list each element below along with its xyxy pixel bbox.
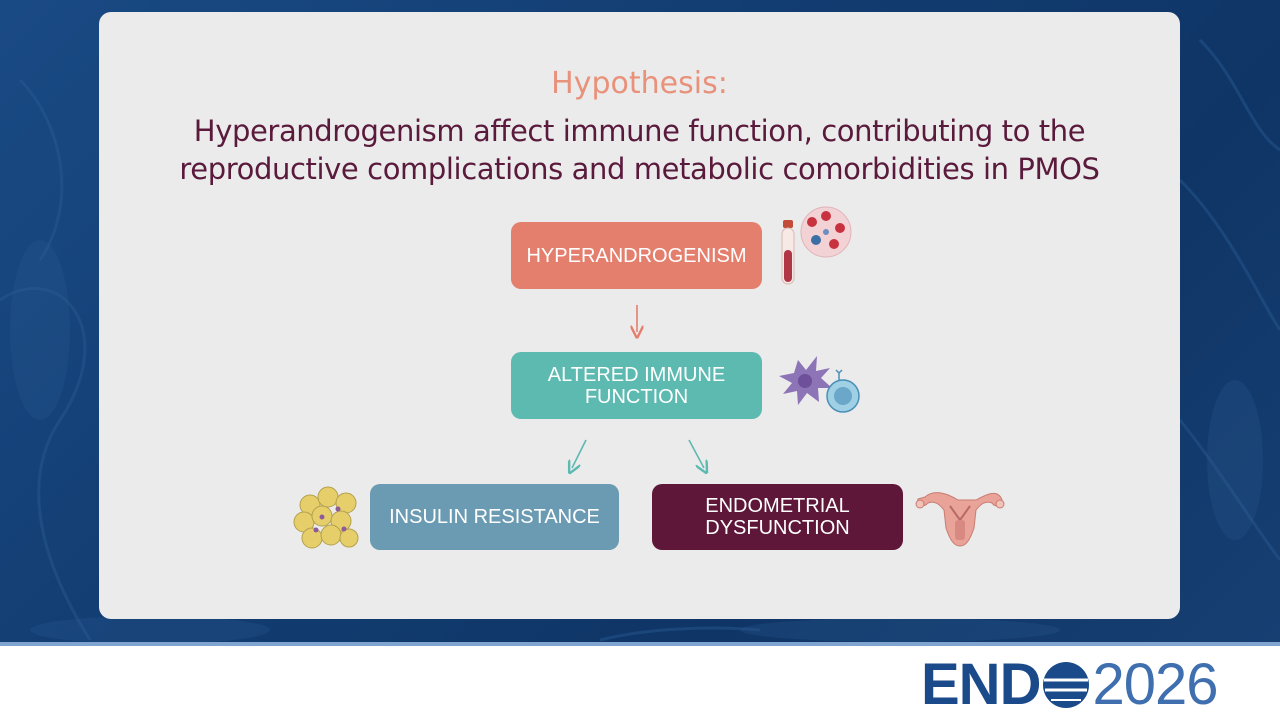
- node-immune-label-line-2: FUNCTION: [584, 385, 689, 408]
- node-endometrial-dysfunction: ENDOMETRIAL DYSFUNCTION: [652, 484, 903, 550]
- footer-stripe-white: [0, 646, 1280, 650]
- logo-year-text: 2026: [1092, 652, 1218, 717]
- logo-brand-text: END: [921, 652, 1041, 717]
- hypothesis-statement-line-1: Hyperandrogenism affect immune function,…: [193, 114, 1086, 148]
- content-card: [99, 12, 1180, 619]
- node-endometrial-label-line-2: DYSFUNCTION: [705, 517, 850, 539]
- node-immune-label-line-1: ALTERED IMMUNE: [547, 363, 726, 386]
- node-insulin-label: INSULIN RESISTANCE: [389, 506, 600, 528]
- hypothesis-statement-line-2: reproductive complications and metabolic…: [179, 152, 1100, 186]
- globe-icon: [1043, 662, 1090, 708]
- node-altered-immune-function: ALTERED IMMUNE FUNCTION: [511, 352, 762, 419]
- footer-stripe-blue: [0, 642, 1280, 646]
- hypothesis-label: Hypothesis:: [551, 66, 728, 101]
- background-texture: [0, 38, 1280, 642]
- node-hyperandrogenism-label: HYPERANDROGENISM: [526, 244, 747, 267]
- node-endometrial-label-line-1: ENDOMETRIAL: [705, 495, 850, 517]
- node-insulin-resistance: INSULIN RESISTANCE: [370, 484, 619, 550]
- node-hyperandrogenism: HYPERANDROGENISM: [511, 222, 762, 289]
- endo-2026-logo: END 2026: [921, 652, 1219, 717]
